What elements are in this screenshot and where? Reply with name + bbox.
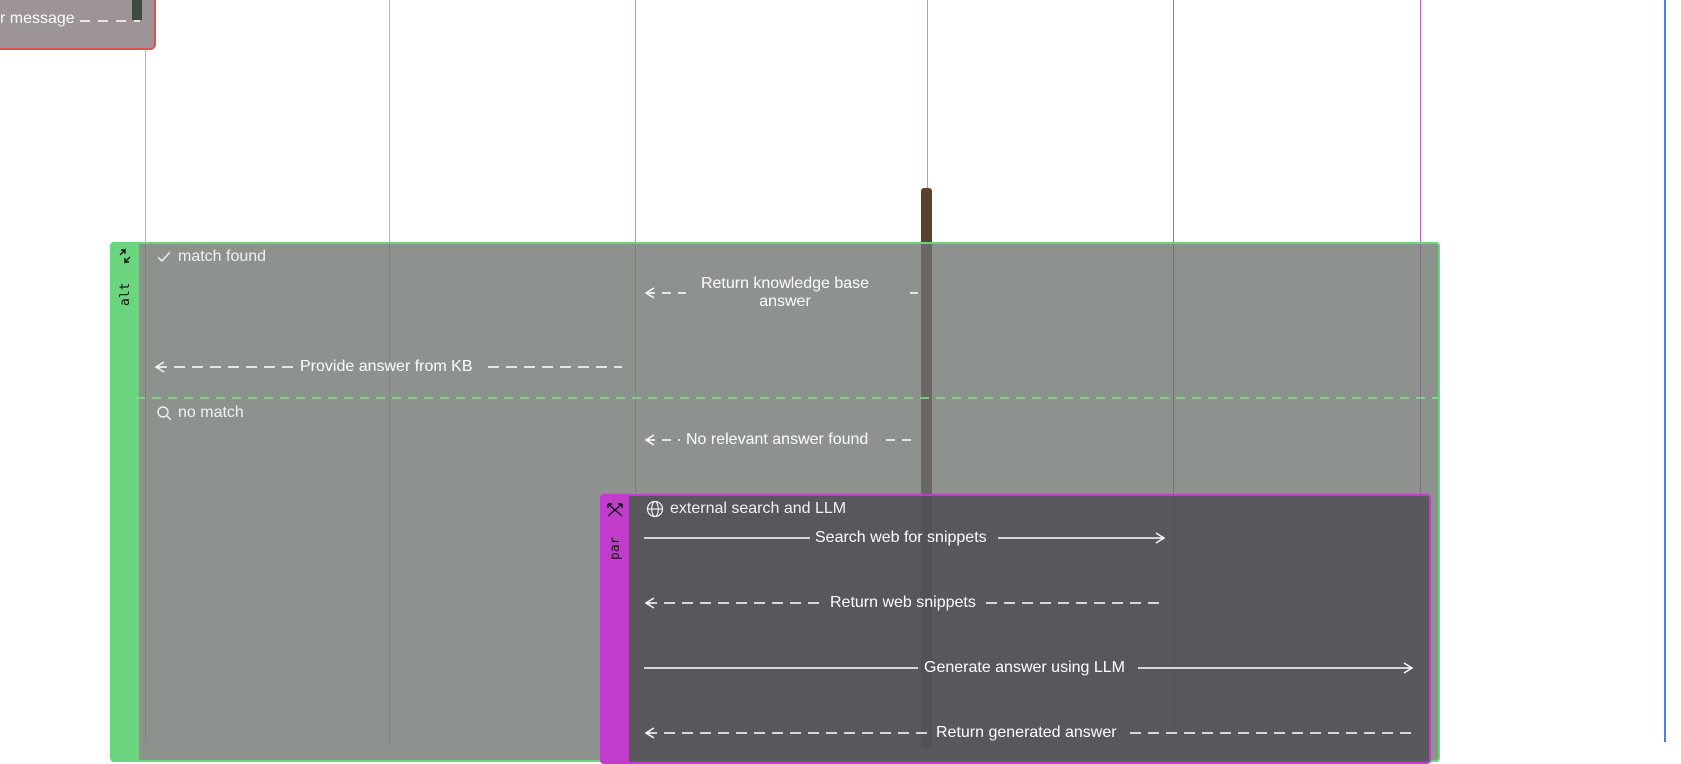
region-no-match: no match: [156, 404, 244, 422]
collapse-arrows-icon[interactable]: [606, 502, 624, 518]
note-box[interactable]: r message: [0, 0, 156, 50]
alt-frame-tab: [112, 244, 139, 760]
note-text: r message: [0, 10, 75, 27]
message-no-relevant: No relevant answer found: [686, 431, 869, 448]
region-label-text: no match: [178, 404, 244, 421]
collapse-arrows-icon[interactable]: [117, 248, 133, 264]
arrow-no-relevant: [644, 434, 918, 446]
arrow-return-generated: [644, 727, 1412, 739]
arrow-return-snippets: [644, 597, 1164, 609]
message-return-generated: Return generated answer: [936, 724, 1117, 741]
region-match-found: match found: [156, 248, 266, 266]
arrow-generate-llm: [644, 662, 1414, 674]
par-frame[interactable]: par external search and LLM: [600, 494, 1431, 764]
region-external-search: external search and LLM: [646, 500, 846, 518]
search-icon: [157, 406, 172, 421]
message-provide-kb: Provide answer from KB: [300, 358, 473, 375]
arrow-search-web: [644, 532, 1166, 544]
globe-icon: [646, 500, 664, 518]
message-generate-llm: Generate answer using LLM: [924, 659, 1125, 676]
region-label-text: match found: [178, 248, 267, 265]
dashed-arrow-icon: [80, 20, 140, 22]
par-frame-tab: [602, 496, 629, 762]
message-return-snippets: Return web snippets: [830, 594, 976, 611]
message-return-kb: Return knowledge base answer: [700, 275, 870, 310]
message-arrows: [136, 287, 1438, 739]
region-label-text: external search and LLM: [670, 500, 847, 517]
arrow-return-kb: [644, 287, 918, 299]
check-icon: [157, 251, 171, 263]
note-activation: [132, 0, 142, 20]
message-search-web: Search web for snippets: [815, 529, 987, 546]
page-edge: [1664, 0, 1666, 742]
arrow-provide-kb: [154, 361, 622, 373]
